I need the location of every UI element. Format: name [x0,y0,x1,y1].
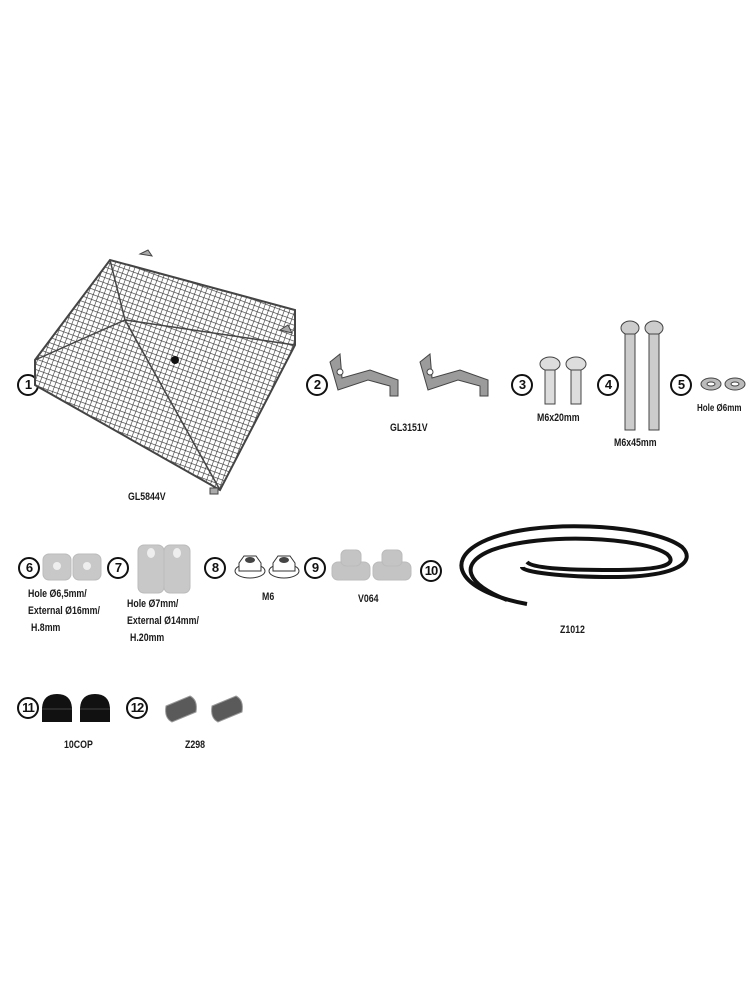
part-label-6-line-2: External Ø16mm/ [28,605,100,617]
part-label-9: V064 [358,593,379,605]
part-label-6-line-3: H.8mm [31,622,61,634]
part-label-12: Z298 [185,739,206,751]
part-label-3: M6x20mm [537,412,580,424]
rubber-pad-icon [165,695,243,723]
part-number-12: 12 [126,697,148,719]
part-number-5: 5 [670,374,692,396]
short-bolt-icon [539,356,587,405]
part-label-11: 10COP [64,739,93,751]
part-label-8: M6 [262,591,275,603]
part-label-10: Z1012 [560,624,585,636]
part-label-6-line-1: Hole Ø6,5mm/ [28,588,87,600]
part-label-7-line-2: External Ø14mm/ [127,615,199,627]
part-number-2: 2 [306,374,328,396]
part-number-8: 8 [204,557,226,579]
part-number-3: 3 [511,374,533,396]
washer-icon [700,377,746,391]
part-label-7-line-1: Hole Ø7mm/ [127,598,179,610]
radiator-guard-grid-icon [34,249,296,495]
rubber-strip-icon [459,524,689,606]
flange-nut-icon [234,555,300,579]
part-number-6: 6 [18,557,40,579]
part-number-9: 9 [304,557,326,579]
part-label-7-line-3: H.20mm [130,632,165,644]
tall-spacer-icon [137,544,191,594]
part-label-6: Hole Ø6,5mm/ External Ø16mm/ H.8mm [28,586,118,637]
short-spacer-icon [42,553,102,581]
bracket-icon [329,353,489,397]
part-label-5: Hole Ø6mm [697,403,742,414]
cap-nut-cover-icon [42,694,110,722]
part-label-4: M6x45mm [614,437,657,449]
part-number-10: 10 [420,560,442,582]
part-number-4: 4 [597,374,619,396]
part-number-7: 7 [107,557,129,579]
part-label-2: GL3151V [390,422,428,434]
long-bolt-icon [620,320,664,431]
part-number-11: 11 [17,697,39,719]
part-label-7: Hole Ø7mm/ External Ø14mm/ H.20mm [127,596,217,647]
part-label-1: GL5844V [128,491,166,503]
stepped-bushing-icon [331,549,412,581]
